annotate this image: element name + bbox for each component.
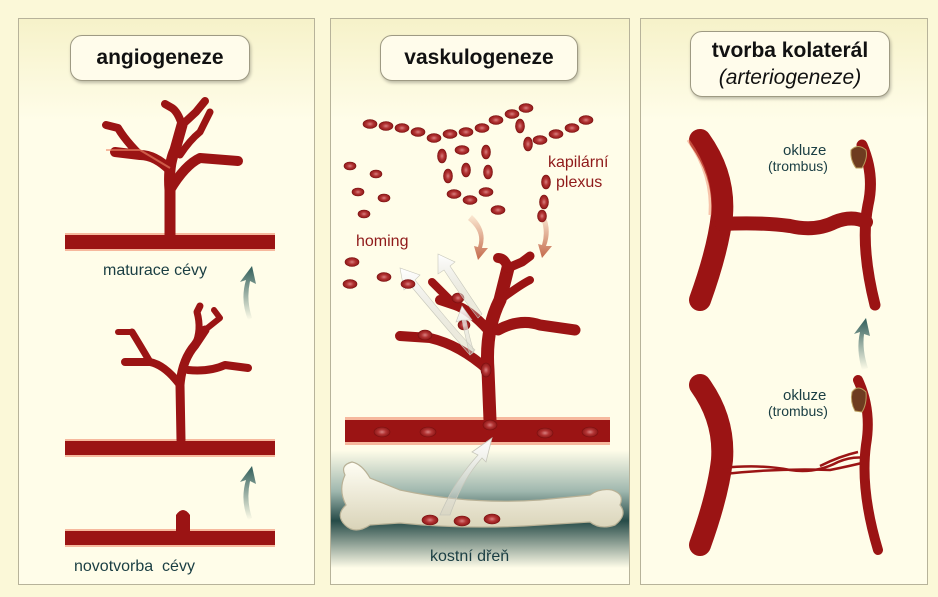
angiogenesis-art — [65, 101, 275, 547]
arrow-collateral-formation — [854, 318, 870, 370]
title-collaterals-sub: (arteriogeneze) — [691, 64, 889, 91]
arrow-maturation-bottom — [240, 466, 256, 520]
label-thrombus-bottom: (trombus) — [768, 403, 828, 419]
label-maturation: maturace cévy — [103, 262, 207, 280]
sprout-tree-middle — [118, 306, 248, 440]
title-angiogenesis: angiogeneze — [70, 35, 250, 81]
plexus-cells — [343, 104, 593, 289]
thrombus-top-icon — [851, 147, 867, 169]
sprout-bud — [176, 510, 190, 532]
collaterals-art — [688, 140, 878, 550]
sprout-tree-top — [106, 101, 238, 236]
title-vasculogenesis: vaskulogeneze — [380, 35, 578, 81]
arrow-plexus-left — [468, 215, 488, 260]
label-homing: homing — [356, 233, 408, 251]
label-plexus: plexus — [556, 174, 602, 192]
vessel-bottom — [65, 529, 275, 547]
label-bone-marrow: kostní dřeň — [430, 548, 509, 566]
title-collaterals: tvorba kolaterál (arteriogeneze) — [690, 31, 890, 97]
label-thrombus-top: (trombus) — [768, 158, 828, 174]
vessel-middle — [65, 439, 275, 457]
thrombus-bottom-icon — [851, 388, 866, 412]
arrow-maturation-top — [240, 266, 256, 320]
label-occlusion-bottom: okluze — [783, 387, 826, 404]
label-capillary: kapilární — [548, 154, 608, 172]
label-new-vessel: novotvorba cévy — [74, 558, 195, 576]
label-occlusion-top: okluze — [783, 142, 826, 159]
collateral-vessel-top — [722, 219, 866, 229]
collateral-network-bottom — [722, 452, 866, 474]
title-collaterals-main: tvorba kolaterál — [691, 37, 889, 64]
artery-left-bottom — [700, 385, 722, 545]
